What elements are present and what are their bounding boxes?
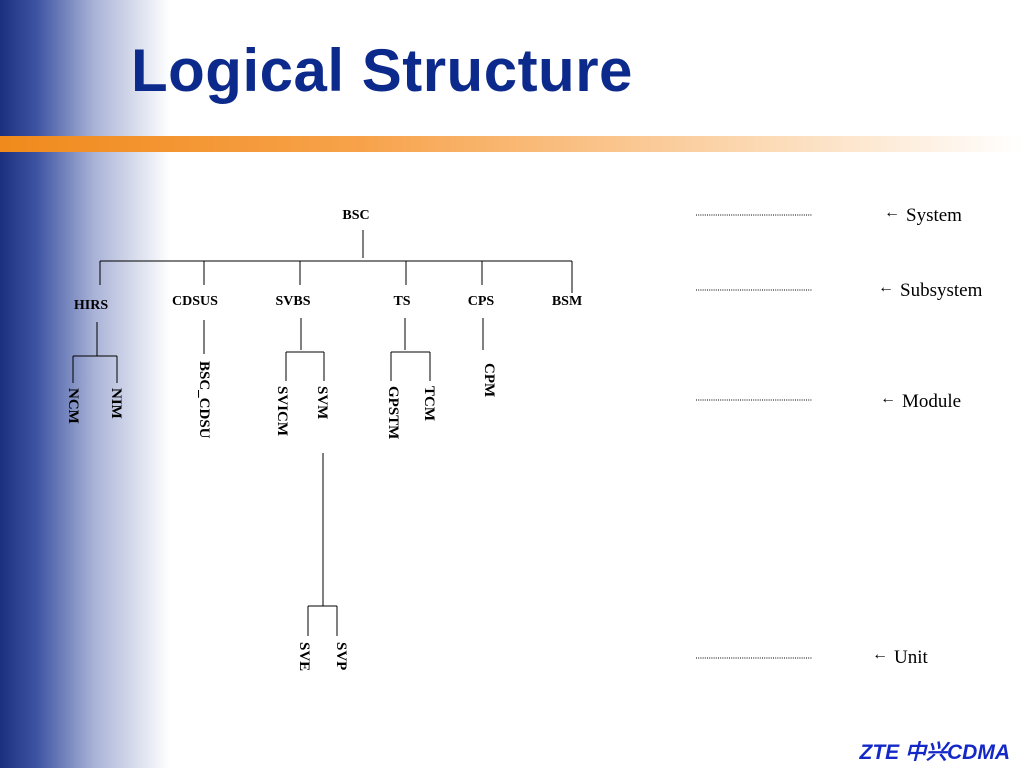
level-label-unit: ← Unit [872, 646, 928, 669]
node-svbs: SVBS [275, 294, 310, 309]
level-text: Subsystem [900, 280, 983, 301]
node-svicm: SVICM [274, 386, 290, 436]
node-hirs: HIRS [74, 298, 108, 313]
node-gpstm: GPSTM [385, 386, 401, 439]
node-nim: NIM [108, 388, 124, 419]
slide-title: Logical Structure [131, 37, 633, 104]
node-cdsus: CDSUS [172, 294, 218, 309]
node-ncm: NCM [65, 388, 81, 424]
level-label-subsystem: ← Subsystem [878, 279, 983, 302]
left-arrow-icon: ← [880, 390, 896, 407]
level-label-module: ← Module [880, 390, 962, 413]
left-gradient-band [0, 0, 170, 768]
left-arrow-icon: ← [872, 646, 888, 663]
node-ts: TS [393, 294, 410, 309]
left-arrow-icon: ← [884, 204, 900, 221]
node-cpm: CPM [481, 363, 497, 397]
node-svp: SVP [333, 642, 349, 670]
title-underline-bar [0, 136, 1024, 152]
node-bsm: BSM [552, 294, 582, 309]
level-text: System [906, 205, 962, 226]
left-arrow-icon: ← [878, 279, 894, 296]
node-bsc: BSC [342, 208, 369, 223]
level-text: Module [902, 391, 962, 412]
level-label-system: ← System [884, 204, 962, 227]
node-bsc-cdsu: BSC_CDSU [196, 361, 212, 439]
node-cps: CPS [468, 294, 495, 309]
brand-logo-text: ZTE 中兴CDMA [859, 741, 1011, 764]
node-sve: SVE [296, 642, 312, 671]
level-text: Unit [894, 647, 928, 668]
node-svm: SVM [314, 386, 330, 419]
tree-edges [72, 230, 573, 636]
node-tcm: TCM [421, 386, 437, 421]
